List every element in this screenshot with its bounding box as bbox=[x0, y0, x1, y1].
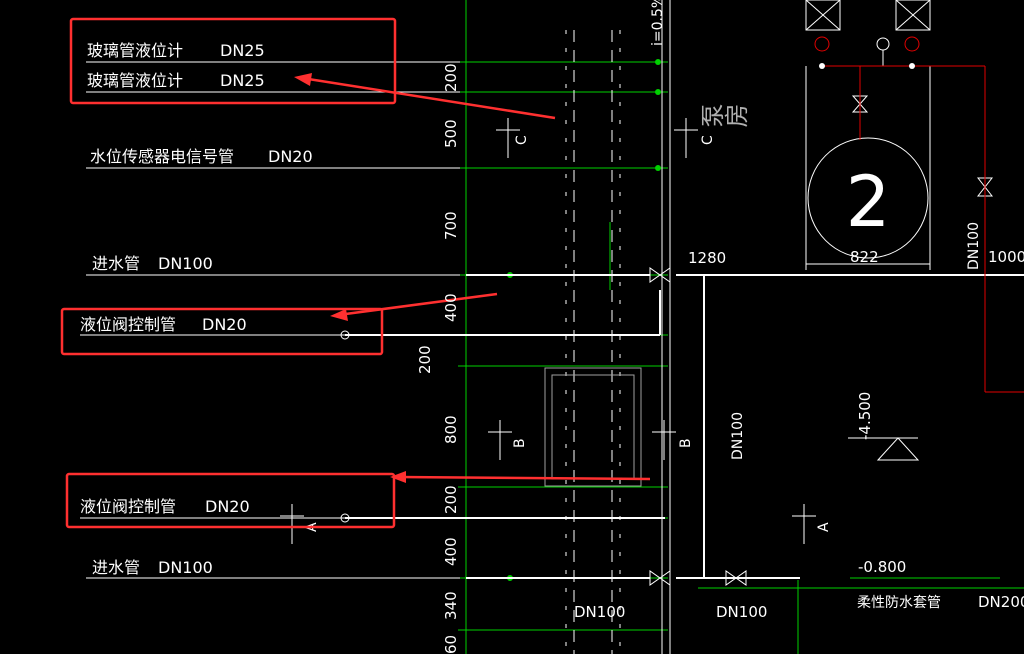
dimension-ticks bbox=[507, 59, 661, 581]
arrowhead-3 bbox=[390, 471, 406, 483]
section-mark-b1: B bbox=[512, 438, 528, 448]
dn100-vertical: DN100 bbox=[730, 412, 746, 460]
dn100-red-label: DN100 bbox=[966, 222, 982, 270]
slope-label: i=0.5% bbox=[650, 0, 666, 46]
dim-200-top: 200 bbox=[442, 63, 460, 92]
level-marker bbox=[848, 437, 920, 461]
arrowhead-2 bbox=[330, 309, 348, 321]
sensor-pipe-size: DN20 bbox=[268, 147, 313, 166]
inlet-pipe-label-1: 进水管 bbox=[92, 254, 140, 273]
annotation-arrowheads bbox=[294, 73, 406, 483]
tank-wall bbox=[565, 30, 621, 654]
glass-gauge-label-1: 玻璃管液位计 bbox=[87, 41, 183, 60]
glass-gauge-size-1: DN25 bbox=[220, 41, 265, 60]
arrowhead-1 bbox=[294, 73, 312, 86]
green-dimension-lines bbox=[458, 0, 1024, 654]
level-valve-size-1: DN20 bbox=[202, 315, 247, 334]
level-valve-label-2: 液位阀控制管 bbox=[80, 497, 176, 516]
dim-800: 800 bbox=[442, 415, 460, 444]
valve-icons bbox=[649, 95, 994, 586]
annotation-boxes bbox=[60, 17, 651, 529]
dn100-bottom-a: DN100 bbox=[574, 603, 625, 621]
dim-200-low: 200 bbox=[442, 485, 460, 514]
dim-340: 340 bbox=[442, 591, 460, 620]
dim-400-a: 400 bbox=[442, 293, 460, 322]
section-mark-a2: A bbox=[816, 522, 832, 532]
flexible-sleeve-label: 柔性防水套管 bbox=[857, 595, 941, 611]
dim-400-b: 400 bbox=[442, 537, 460, 566]
pump-room-label: 泵房 bbox=[700, 104, 748, 132]
wall-opening bbox=[544, 367, 642, 487]
section-mark-c1: C bbox=[514, 135, 530, 145]
dim-700: 700 bbox=[442, 211, 460, 240]
pump-pipe-dots bbox=[819, 63, 915, 69]
pump-room-equipment bbox=[805, 0, 931, 270]
level-valve-label-1: 液位阀控制管 bbox=[80, 315, 176, 334]
glass-gauge-label-2: 玻璃管液位计 bbox=[87, 71, 183, 90]
level-minus-0800: -0.800 bbox=[858, 558, 906, 576]
pipe-runs bbox=[345, 274, 1024, 579]
inlet-pipe-label-2: 进水管 bbox=[92, 558, 140, 577]
level-valve-size-2: DN20 bbox=[205, 497, 250, 516]
level-minus-4500: -4.500 bbox=[856, 392, 874, 440]
sensor-pipe-label: 水位传感器电信号管 bbox=[90, 147, 234, 166]
dim-1280: 1280 bbox=[688, 249, 726, 267]
dim-200-mid: 200 bbox=[416, 345, 434, 374]
pump-number: 2 bbox=[846, 161, 891, 243]
section-mark-b2: B bbox=[678, 438, 694, 448]
dn200-label: DN200 bbox=[978, 593, 1024, 611]
glass-gauge-size-2: DN25 bbox=[220, 71, 265, 90]
dim-60: 60 bbox=[442, 635, 460, 654]
leader-end-circles bbox=[340, 330, 350, 523]
section-mark-c2: C bbox=[700, 135, 716, 145]
pump-red-piping bbox=[814, 36, 1024, 393]
dim-822: 822 bbox=[850, 248, 879, 266]
dn100-bottom-b: DN100 bbox=[716, 603, 767, 621]
inlet-pipe-size-2: DN100 bbox=[158, 558, 213, 577]
dim-500: 500 bbox=[442, 119, 460, 148]
dim-1000: 1000 bbox=[988, 248, 1024, 266]
section-mark-crosses bbox=[280, 118, 816, 544]
inlet-pipe-size-1: DN100 bbox=[158, 254, 213, 273]
